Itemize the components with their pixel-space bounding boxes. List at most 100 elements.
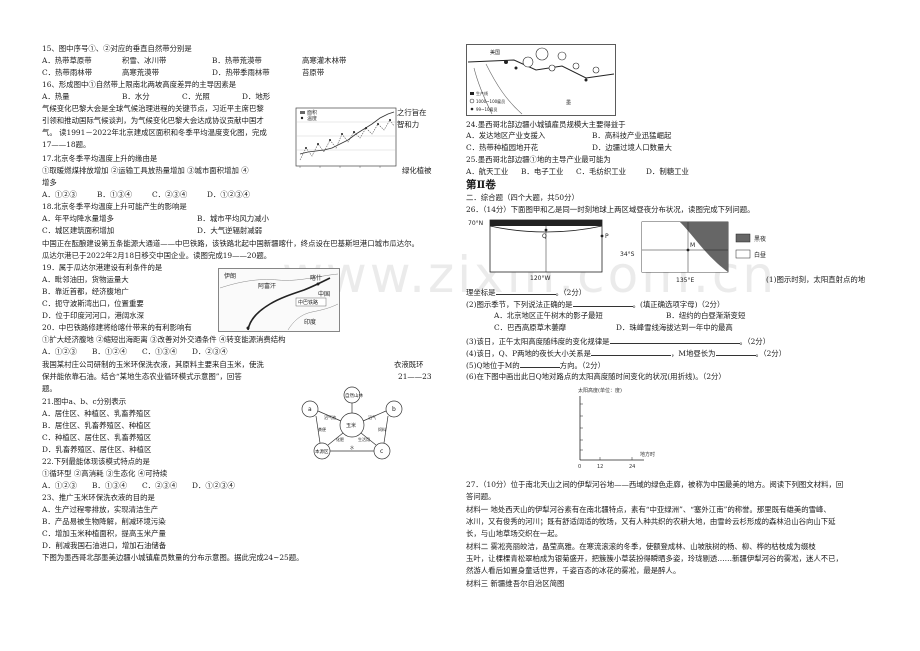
answer-blank[interactable] — [519, 360, 560, 368]
q22-items: ①循环型 ②高消耗 ③生态化 ④可持续 — [42, 469, 168, 478]
q20-options: A．①②③ B．①②④ C．①③④ D．②③④ — [42, 347, 228, 356]
fig-yi-lat: 34°S — [620, 251, 635, 258]
question-21: 21.图中a、b、c分别表示 — [42, 397, 127, 406]
question-16: 16、形成图中①自然带上限南北两坡高度差异的主导因素是 — [42, 80, 237, 89]
q24-option-d: D．边疆过境人口数量大 — [592, 143, 672, 152]
intro1-line4: 17——18题。 — [42, 140, 91, 149]
cycle-top: 自然山林 — [345, 392, 363, 399]
sun-chart-ylabel: 太阳高度(单位：度) — [578, 387, 622, 394]
china-pakistan-railway-map: 伊朗 阿富汗 喀什 中国 中巴铁路 印度 — [218, 268, 340, 332]
q25-options: A．航天工业 B．电子工业 C．毛纺织工业 D．制糖工业 — [466, 167, 689, 176]
question-17: 17.北京冬季平均温度上升的缘由是 — [42, 154, 158, 163]
question-20: 20．中巴铁路修建将给喀什带来的有利影响有 — [42, 323, 192, 332]
answer-blank[interactable] — [495, 287, 556, 295]
map-label-mexico: 墨 — [566, 100, 571, 106]
question-19: 19．属于瓜达尔港建设有利条件的是 — [42, 263, 163, 272]
part2-subheading: 二．综合题（四个大题，共50分） — [466, 193, 579, 202]
intro1-line3: 气。 读1991－2022年北京建成区面积和冬季平均温度变化图，完成 — [42, 128, 267, 137]
q17-items-tail: 绿化植被 — [402, 166, 432, 175]
map-label-kashgar: 喀什 — [310, 274, 322, 282]
cycle-a: a — [308, 406, 312, 413]
fig-yi-lon: 135°E — [676, 277, 694, 284]
intro2-line1: 中国正在酝酿建设第五条能源大通道——中巴铁路，该铁路北起中国新疆喀什，终点设在巴… — [42, 239, 419, 248]
fig-yi-m: M — [690, 242, 695, 249]
intro3-line1: 我国某村庄公司研制的玉米环保洗衣液，其原料主要来自玉米，使洗 — [42, 360, 264, 369]
answer-blank[interactable] — [609, 336, 740, 344]
q19-option-a: A．毗邻油田，货物运量大 — [42, 275, 129, 284]
map-label-iran: 伊朗 — [224, 272, 236, 280]
q26-2-option-c: C．巴西高原草木萎靡 — [494, 323, 567, 332]
mexico-border-map: 生产线 1000~100雇员 99~10雇员 墨 美国 — [466, 44, 616, 116]
cycle-b: b — [392, 406, 396, 413]
sun-chart-xlabel: 地方时 — [640, 451, 655, 458]
q26-part3: (3)该日，正午太阳高度随纬度的变化规律是。（2分） — [466, 336, 771, 346]
part2-heading: 第Ⅱ卷 — [466, 179, 496, 191]
q20-items: ①扩大经济腹地 ②缩短出海距离 ③改善对外交通条件 ④转变能源消费结构 — [42, 335, 286, 344]
intro1-tail2: 智和力 — [397, 120, 420, 129]
beijing-area-temperature-chart: 面积 温度 — [290, 104, 402, 174]
q21-option-c: C．种植区、居住区、乳畜养殖区 — [42, 433, 152, 442]
q24-option-c: C．热带种植园地开花 — [466, 143, 539, 152]
q17-items-line2: 增多 — [42, 178, 57, 187]
legend-day: 白昼 — [754, 251, 766, 259]
material-1-line3: 长，与山地草场交织在一起。 — [466, 529, 563, 538]
q16-options: A．热量 B．水分 C．光照 D．地形 — [42, 92, 271, 101]
q23-option-b: B．产品易被生物降解，削减环境污染 — [42, 517, 166, 526]
material-2-line3: 然游人看后如置身童话世界，千姿百态的冰花的雾凇，最是醉人。 — [466, 566, 681, 575]
fig-jia-lat: 70°N — [468, 220, 483, 227]
q26-part1: (1)图示时刻，太阳直射点的地 — [766, 275, 866, 284]
cycle-manure: 粪便 — [318, 426, 326, 432]
map-label-china: 中国 — [318, 290, 330, 298]
q26-2-option-b: B．纽约的白昼渐渐变短 — [666, 311, 746, 320]
material-1-line2: 冰川，又有俊秀的河川；既有舒适阔适的牧场，又有人种共织的农耕大地，由雪岭云杉形成… — [466, 517, 836, 526]
fig-jia-q: Q — [542, 233, 547, 240]
question-24: 24.墨西哥北部边疆小城镇雇员规模大主要得益于 — [466, 120, 626, 129]
q23-option-d: D．削减我国石油进口，增加石油储备 — [42, 541, 167, 550]
map-legend-c: 99~10雇员 — [476, 106, 498, 112]
question-15: 15、图中序号①、②对应的垂直自然带分别是 — [42, 44, 192, 53]
question-23: 23、推广玉米环保洗衣液的目的是 — [42, 493, 155, 502]
intro1-line2: 引领和推动国际气候谈判，为气候变化巴黎大会达成协议贡献中国才 — [42, 116, 264, 125]
fig-jia-lon: 120°W — [530, 275, 550, 282]
q26-part1-line2: 理坐标是。（2分） — [466, 287, 587, 297]
q19-option-d: D．位于印度河河口，港阔水深 — [42, 311, 145, 320]
material-1-line1: 材料一 地处西天山的伊犁河谷素有在南北疆特点，素有“中亚绿洲”、“塞外江南”的称… — [466, 505, 831, 514]
map-legend-a: 生产线 — [476, 90, 488, 96]
q18-option-b: B．城市平均风力减小 — [197, 214, 269, 223]
answer-blank[interactable] — [715, 348, 756, 356]
cycle-c: c — [380, 448, 383, 455]
q23-option-a: A．生产过程零排放，实现清洁生产 — [42, 505, 159, 514]
answer-blank[interactable] — [590, 348, 671, 356]
sun-altitude-chart: 太阳高度(单位：度) 0 12 24 地方时 — [574, 384, 664, 472]
question-25: 25.墨西哥北部边疆①地的主导产业最可能为 — [466, 155, 611, 164]
intro3-line2: 保并能依靠石油。结合“某地生态农业循环模式示意图”，回答 — [42, 372, 242, 381]
answer-blank[interactable] — [572, 299, 633, 307]
q21-option-b: B．居住区、乳畜养殖区、种植区 — [42, 421, 151, 430]
q21-option-a: A．居住区、种植区、乳畜养殖区 — [42, 409, 151, 418]
cycle-fertilizer: 化肥 — [336, 436, 344, 442]
q19-option-b: B．靠近首都，经济腹地广 — [42, 287, 129, 296]
figure-jia-day-night: 70°N Q P 120°W — [466, 214, 616, 284]
map-label-usa: 美国 — [490, 49, 500, 56]
q23-option-c: C．增加玉米种植面积，提高玉米产量 — [42, 529, 166, 538]
q15-options-row1: A．热带草原带 积雪、冰川带 B．热带荒漠带 高寒灌木林带 — [42, 56, 347, 65]
q26-part6: (6)在下图中画出此日Q地对路点的太阳高度随时间变化的状况(用折线)。（2分） — [466, 372, 726, 381]
q18-option-c: C．城区建筑面积增加 — [42, 226, 115, 235]
map-label-railway: 中巴铁路 — [298, 299, 318, 306]
map-legend-b: 1000~100雇员 — [476, 98, 505, 104]
map-label-afghanistan: 阿富汗 — [258, 282, 276, 290]
map-label-india: 印度 — [304, 318, 316, 326]
sun-chart-x24: 24 — [629, 464, 635, 470]
cycle-living-use: 生活用 — [358, 436, 370, 442]
cycle-source: 本源区 — [315, 448, 329, 455]
cycle-biogas: 沼气 — [368, 414, 376, 420]
figure-yi-day-night: 34°S M 135°E 黑夜 白昼 — [620, 216, 780, 286]
cycle-center: 玉米 — [346, 422, 356, 429]
question-18: 18.北京冬季平均温度上升可能产生的影响是 — [42, 202, 187, 211]
intro3-tail1: 衣液既环 — [394, 360, 424, 369]
cycle-feed: 饲料 — [378, 426, 386, 432]
legend-night: 黑夜 — [754, 235, 766, 243]
intro1-tail1: 之行旨在 — [397, 108, 427, 117]
fig-jia-p: P — [605, 233, 609, 240]
